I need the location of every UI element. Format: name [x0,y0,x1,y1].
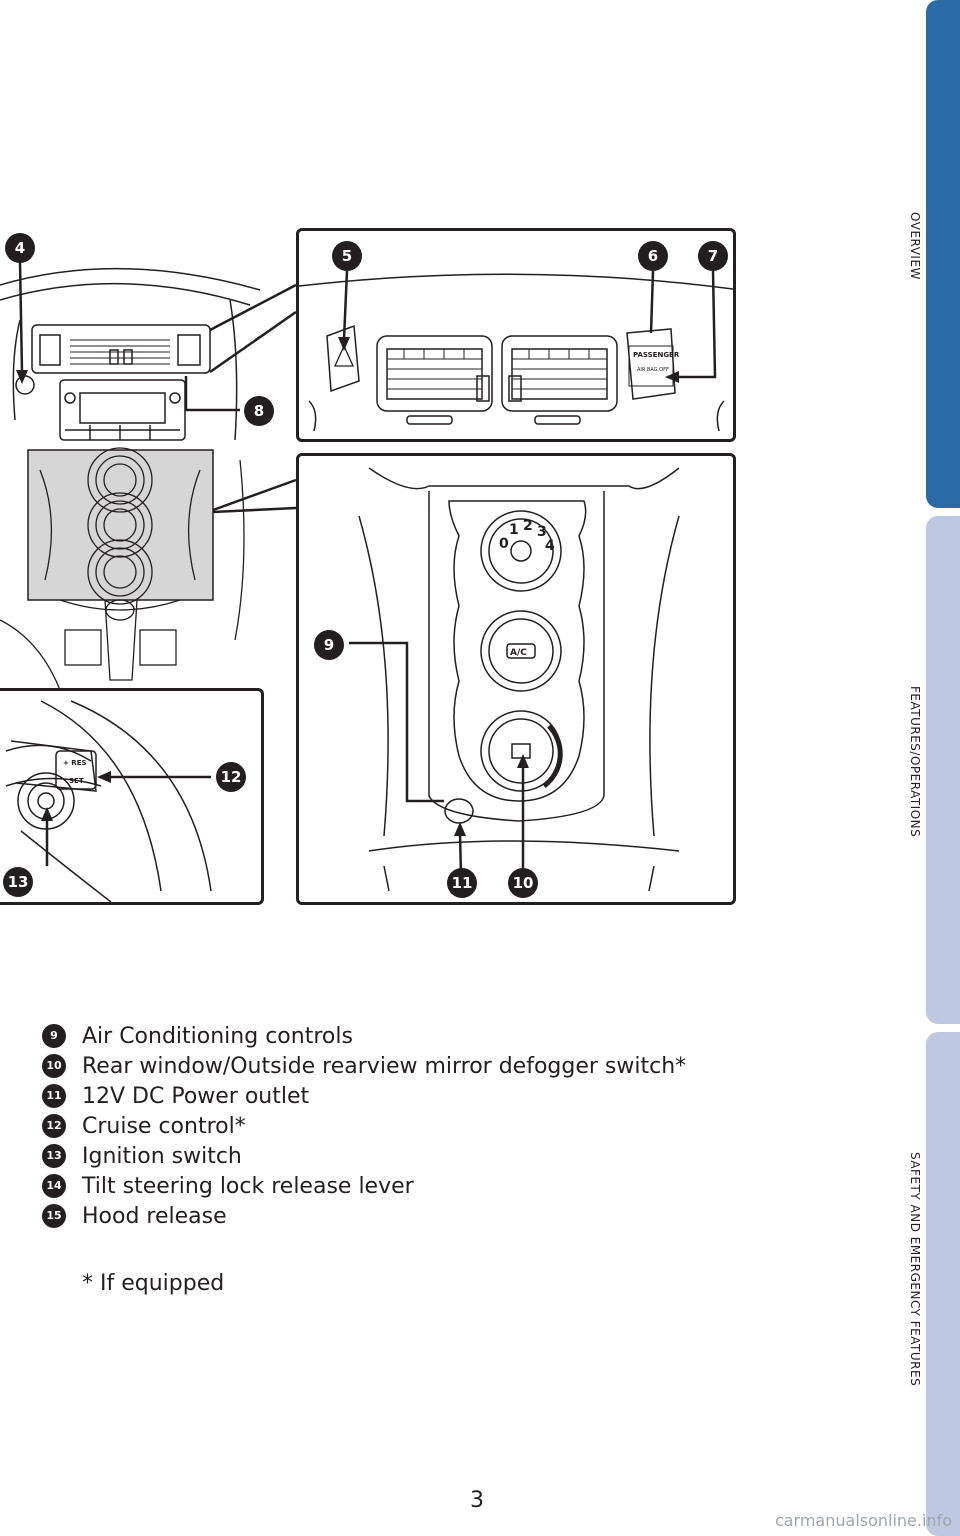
legend-number: 12 [42,1114,66,1138]
legend-item: 11 12V DC Power outlet [42,1081,686,1111]
legend-list: 9 Air Conditioning controls 10 Rear window… [42,1021,686,1231]
footnote: * If equipped [82,1271,225,1296]
callout-13: 13 [3,867,33,897]
callout-9: 9 [314,630,344,660]
callout-10: 10 [508,868,538,898]
legend-number: 11 [42,1084,66,1108]
vents-illustration: PASSENGER AIR BAG OFF [299,270,733,432]
callout-12: 12 [216,762,246,792]
dial-digit-1: 1 [509,522,519,538]
panel-climate-controls: 0 1 2 3 4 A/C 9 11 10 [296,453,736,905]
passenger-label: PASSENGER [633,351,680,359]
cruise-res-label: + RES [63,759,87,767]
page-number: 3 [470,1488,484,1513]
callout-4: 4 [5,233,35,263]
legend-item: 9 Air Conditioning controls [42,1021,686,1051]
legend-number: 10 [42,1054,66,1078]
callout-8: 8 [244,396,274,426]
callout-7: 7 [698,241,728,271]
climate-illustration: 0 1 2 3 4 A/C [349,467,680,892]
legend-text: Hood release [82,1203,227,1229]
dial-digit-0: 0 [499,536,509,552]
dial-digit-4: 4 [545,538,555,554]
legend-item: 15 Hood release [42,1201,686,1231]
panel-center-vents: PASSENGER AIR BAG OFF 5 6 7 [296,228,736,442]
ac-label: A/C [510,648,527,658]
tab-safety-emergency[interactable] [926,1032,960,1536]
dashboard-illustration [0,261,297,691]
legend-item: 14 Tilt steering lock release lever [42,1171,686,1201]
legend-item: 10 Rear window/Outside rearview mirror de… [42,1051,686,1081]
tab-features-operations[interactable] [926,516,960,1024]
dial-digit-3: 3 [537,524,547,540]
steering-illustration: + RES SET [5,700,212,902]
callout-5: 5 [332,241,362,271]
legend-text: Tilt steering lock release lever [82,1173,414,1199]
legend-number: 13 [42,1144,66,1168]
airbag-off-label: AIR BAG OFF [637,367,669,373]
legend-number: 15 [42,1204,66,1228]
tab-label-overview: OVERVIEW [908,212,922,280]
legend-number: 9 [42,1024,66,1048]
legend-text: Cruise control* [82,1113,246,1139]
panel-steering-column: + RES SET 12 13 [0,688,264,905]
dial-digit-2: 2 [523,518,533,534]
legend-number: 14 [42,1174,66,1198]
tab-label-safety: SAFETY AND EMERGENCY FEATURES [908,1152,922,1387]
callout-11: 11 [447,868,477,898]
legend-text: Rear window/Outside rearview mirror defo… [82,1053,687,1079]
legend-item: 12 Cruise control* [42,1111,686,1141]
tab-overview[interactable] [926,0,960,508]
cruise-set-label: SET [69,777,84,785]
legend-text: Air Conditioning controls [82,1023,353,1049]
callout-6: 6 [638,241,668,271]
legend-text: 12V DC Power outlet [82,1083,310,1109]
tab-label-features: FEATURES/OPERATIONS [908,686,922,838]
watermark: carmanualsonline.info [774,1511,952,1530]
legend-item: 13 Ignition switch [42,1141,686,1171]
legend-text: Ignition switch [82,1143,242,1169]
